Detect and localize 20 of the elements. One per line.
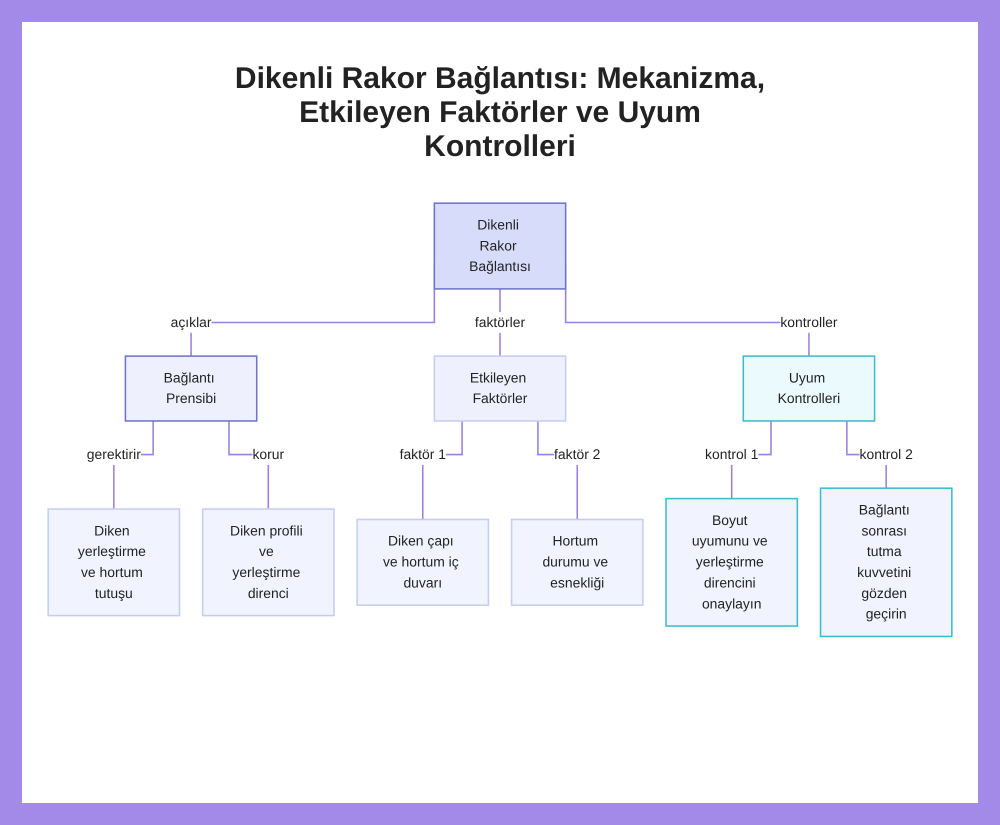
node-box: Boyut uyumunu ve yerleştirme direncini onaylayın	[665, 498, 798, 627]
edge-label: faktör 2	[554, 446, 600, 462]
node-box: Diken yerleştirme ve hortum tutuşu	[47, 508, 180, 616]
edge-label: kontrol 1	[705, 446, 758, 462]
edge-label: gerektirir	[86, 446, 141, 462]
edge-label: korur	[252, 446, 284, 462]
node-box: Dikenli Rakor Bağlantısı	[434, 202, 566, 290]
node-box: Hortum durumu ve esnekliği	[510, 518, 644, 606]
node-box: Uyum Kontrolleri	[742, 355, 876, 422]
edge-label: faktörler	[474, 314, 526, 330]
edge-label: kontroller	[780, 314, 838, 330]
node-box: Etkileyen Faktörler	[434, 355, 566, 422]
edge-label: açıklar	[170, 314, 212, 330]
edge-label: faktör 1	[400, 446, 446, 462]
node-box: Bağlantı sonrası tutma kuvvetini gözden geçirin	[820, 487, 953, 638]
node-box: Diken çapı ve hortum iç duvarı	[356, 518, 490, 606]
node-box: Diken profili ve yerleştirme direnci	[202, 508, 335, 616]
node-box: Bağlantı Prensibi	[124, 355, 258, 422]
diagram-title: Dikenli Rakor Bağlantısı: Mekanizma, Etkileyen Faktörler ve Uyum Kontrolleri	[234, 62, 766, 164]
edge-label: kontrol 2	[860, 446, 913, 462]
